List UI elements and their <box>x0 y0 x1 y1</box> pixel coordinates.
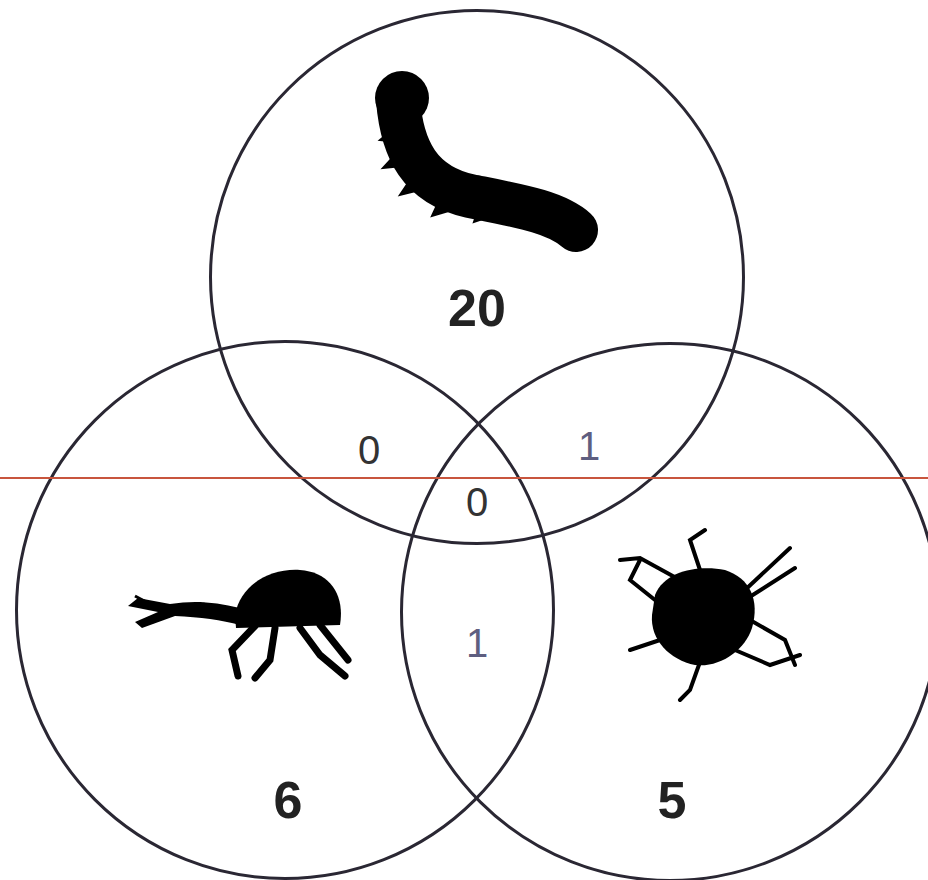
count-number: 6 <box>274 774 303 826</box>
venn-circle: 6 <box>15 340 555 880</box>
overlap-count: 0 <box>466 482 488 522</box>
weevil-body <box>235 570 341 628</box>
overlap-count: 1 <box>578 426 600 466</box>
venn-circle: 5 <box>400 342 928 880</box>
caterpillar-silhouette <box>375 71 576 230</box>
caterpillar-legs <box>380 130 524 222</box>
circle-border <box>17 342 554 879</box>
aphid-silhouette <box>620 530 800 700</box>
weevil-antennae <box>135 596 205 614</box>
circle-border <box>211 11 744 544</box>
count-number: 20 <box>448 282 506 334</box>
weevil-legs <box>232 625 348 678</box>
venn-circle: 20 <box>209 9 745 545</box>
count-number: 5 <box>658 774 687 826</box>
overlap-count: 1 <box>466 623 488 663</box>
circle-border <box>402 344 928 880</box>
caterpillar-head <box>375 71 429 125</box>
weevil-silhouette <box>128 570 348 678</box>
circle-outline <box>209 9 745 545</box>
divider-line <box>0 477 928 479</box>
caterpillar-body <box>398 100 576 230</box>
overlap-count: 0 <box>358 430 380 470</box>
aphid-legs <box>620 530 800 700</box>
